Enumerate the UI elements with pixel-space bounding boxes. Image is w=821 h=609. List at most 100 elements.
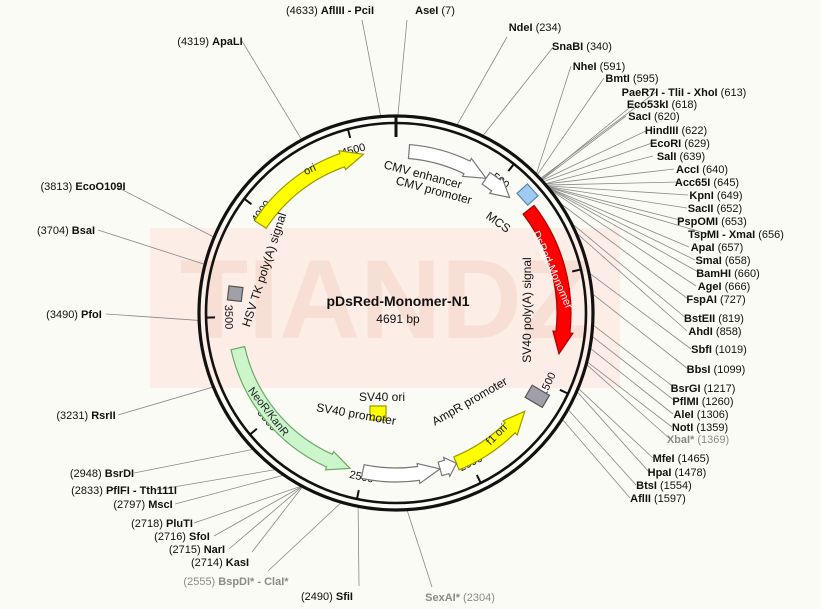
site-saci-name: SacI [628,111,651,123]
site-bsrdi-name: BsrDI [105,468,134,480]
feature-cmv-promoter-arrow [481,171,511,199]
site-kpni-label: KpnI (649) [689,190,742,202]
scale-tick-label: 3500 [222,305,235,330]
site-ahdi-name: AhdI [688,326,712,338]
site-sali-callout [544,155,654,185]
site-bspdi-clai-position: (2555) [183,576,218,588]
site-hpai-label: HpaI (1478) [648,467,707,479]
site-pfoi-name: PfoI [81,309,102,321]
site-bsrgi-position: (1217) [701,383,736,395]
site-msci-callout [174,474,285,505]
site-bmti-callout [536,77,605,176]
site-pluti-name: PluTI [166,518,193,530]
site-bsteii-callout [571,222,687,319]
site-pfoi-callout [105,313,200,321]
site-apali-position: (4319) [177,36,212,48]
site-fspai-name: FspAI [686,294,717,306]
site-apai-label: ApaI (657) [691,242,744,254]
site-msci-label: (2797) MscI [113,499,172,511]
site-sfoi-callout [213,485,303,537]
site-snabi-callout [482,45,555,137]
site-bsrgi-name: BsrGI [671,383,701,395]
site-pflfi-tth111i-label: (2833) PflFI - Tth111I [71,485,177,497]
site-sfoi-label: (2716) SfoI [154,531,210,543]
site-nhei-position: (591) [597,61,626,73]
site-ecoo109i-callout [114,185,215,238]
site-snabi-position: (340) [583,41,612,53]
site-tspmi-xmai-position: (656) [755,229,784,241]
site-acc65i-name: Acc65I [675,177,710,189]
feature-mcs-box [516,183,539,207]
site-alei-label: AleI (1306) [673,409,728,421]
scale-tick [507,163,515,172]
site-sfii-callout [357,506,360,587]
site-bmti-name: BmtI [605,73,629,85]
feature-sv40-poly-a-signal-label: SV40 poly(A) signal [520,257,534,362]
site-agei-position: (666) [722,281,751,293]
site-bsai-label: (3704) BsaI [37,225,95,237]
site-bamhi-callout [548,187,701,274]
site-snabi-label: SnaBI (340) [552,41,612,53]
feature-sv40-poly-a-signal-box [524,384,551,409]
site-smai-position: (658) [722,255,751,267]
site-bbsi-name: BbsI [687,364,711,376]
site-btsi-label: BtsI (1554) [636,480,692,492]
feature-layer [226,143,574,485]
site-mfei-position: (1465) [675,453,710,465]
site-xbai-callout [585,363,671,440]
site-sfii-position: (2490) [301,591,336,603]
site-bmti-position: (595) [630,73,659,85]
site-agei-label: AgeI (666) [698,281,751,293]
site-paer7i-tlii-xhoi-position: (613) [718,87,747,99]
site-pspomi-label: PspOMI (653) [677,216,747,228]
site-nhei-label: NheI (591) [573,61,626,73]
site-agei-callout [549,188,697,287]
site-pluti-position: (2718) [131,518,166,530]
site-kasi-label: (2714) KasI [191,557,249,569]
watermark: TIANDZ [150,228,620,388]
site-afliii-pcii-callout [361,19,382,117]
scale-tick [559,388,569,395]
site-sbfi-position: (1019) [712,344,747,356]
site-apali-callout [241,40,303,141]
site-nari-callout [228,486,303,550]
site-asei-label: AseI (7) [415,5,455,17]
site-acci-name: AccI [676,164,699,176]
site-sacii-label: SacII (652) [688,203,742,215]
site-sali-label: SalI (639) [657,151,705,163]
site-pspomi-position: (653) [718,216,747,228]
site-tspmi-xmai-callout [547,186,709,235]
site-pluti-label: (2718) PluTI [131,518,193,530]
site-snabi-name: SnaBI [552,41,583,53]
site-asei-position: (7) [438,5,455,17]
site-eco53ki-name: Eco53kI [627,99,669,111]
site-pflmi-name: PflMI [672,396,698,408]
site-bsrgi-label: BsrGI (1217) [671,383,736,395]
site-rsrii-label: (3231) RsrII [56,410,115,422]
site-bsai-callout [97,229,206,265]
site-bbsi-callout [591,293,689,370]
scale-tick [243,197,252,205]
site-mfei-name: MfeI [653,453,675,465]
site-mfei-label: MfeI (1465) [653,453,710,465]
site-nari-label: (2715) NarI [169,544,225,556]
site-rsrii-position: (3231) [56,410,91,422]
site-pfoi-position: (3490) [46,309,81,321]
site-kasi-position: (2714) [191,557,226,569]
site-sbfi-name: SbfI [691,344,712,356]
site-aflii-label: AflII (1597) [630,493,686,505]
site-nari-position: (2715) [169,544,204,556]
site-hindiii-name: HindIII [645,125,679,137]
feature-sv40-ori-label: SV40 ori [359,390,405,404]
site-apali-name: ApaLI [212,36,243,48]
site-ecori-callout [542,142,653,183]
site-sexai-label: SexAI* (2304) [425,592,495,604]
feature-hsv-tk-poly-a-signal-box [226,285,244,303]
site-sfii-label: (2490) SfiI [301,591,353,603]
site-xbai-name: XbaI* [667,434,695,446]
scale-tick [249,428,258,436]
site-hindiii-label: HindIII (622) [645,125,707,137]
site-sacii-position: (652) [713,203,742,215]
site-alei-callout [589,347,674,415]
